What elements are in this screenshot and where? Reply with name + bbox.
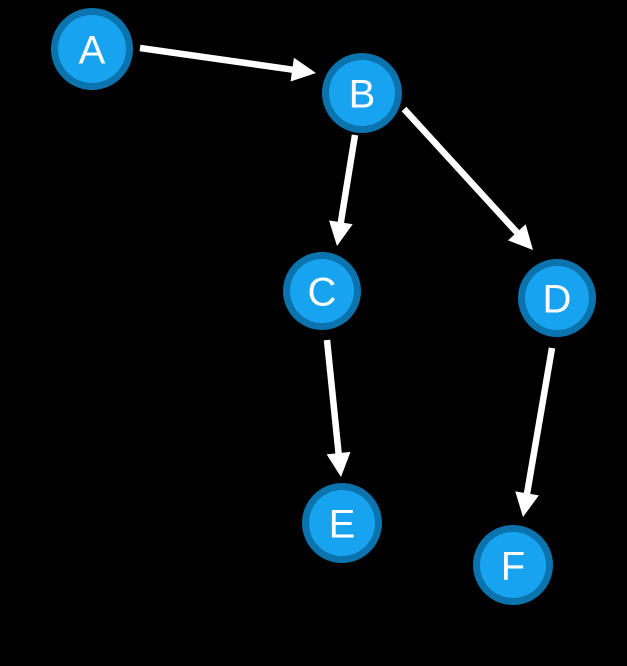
edge-A-B — [139, 44, 316, 82]
edge-shaft-B-D — [401, 106, 522, 238]
node-fill-B — [329, 60, 395, 126]
edge-shaft-C-E — [323, 339, 343, 458]
edge-B-D — [401, 106, 533, 250]
node-D[interactable]: D — [518, 259, 596, 337]
node-fill-C — [290, 259, 354, 323]
node-E[interactable]: E — [302, 483, 382, 563]
arrowhead-icon — [507, 224, 533, 250]
node-fill-E — [309, 490, 375, 556]
arrowhead-icon — [328, 220, 353, 246]
edge-shaft-A-B — [139, 44, 297, 74]
node-F[interactable]: F — [473, 525, 553, 605]
arrowhead-icon — [290, 57, 316, 82]
node-fill-A — [58, 15, 126, 83]
edge-C-E — [323, 339, 351, 477]
node-fill-F — [480, 532, 546, 598]
edge-shaft-B-C — [336, 134, 359, 227]
arrowhead-icon — [326, 451, 351, 477]
arrowhead-icon — [515, 491, 539, 517]
node-fill-D — [525, 266, 589, 330]
edge-B-C — [328, 134, 359, 246]
node-A[interactable]: A — [51, 8, 133, 90]
node-B[interactable]: B — [322, 53, 402, 133]
node-C[interactable]: C — [283, 252, 361, 330]
edge-D-F — [515, 347, 556, 517]
edge-shaft-D-F — [523, 347, 556, 498]
